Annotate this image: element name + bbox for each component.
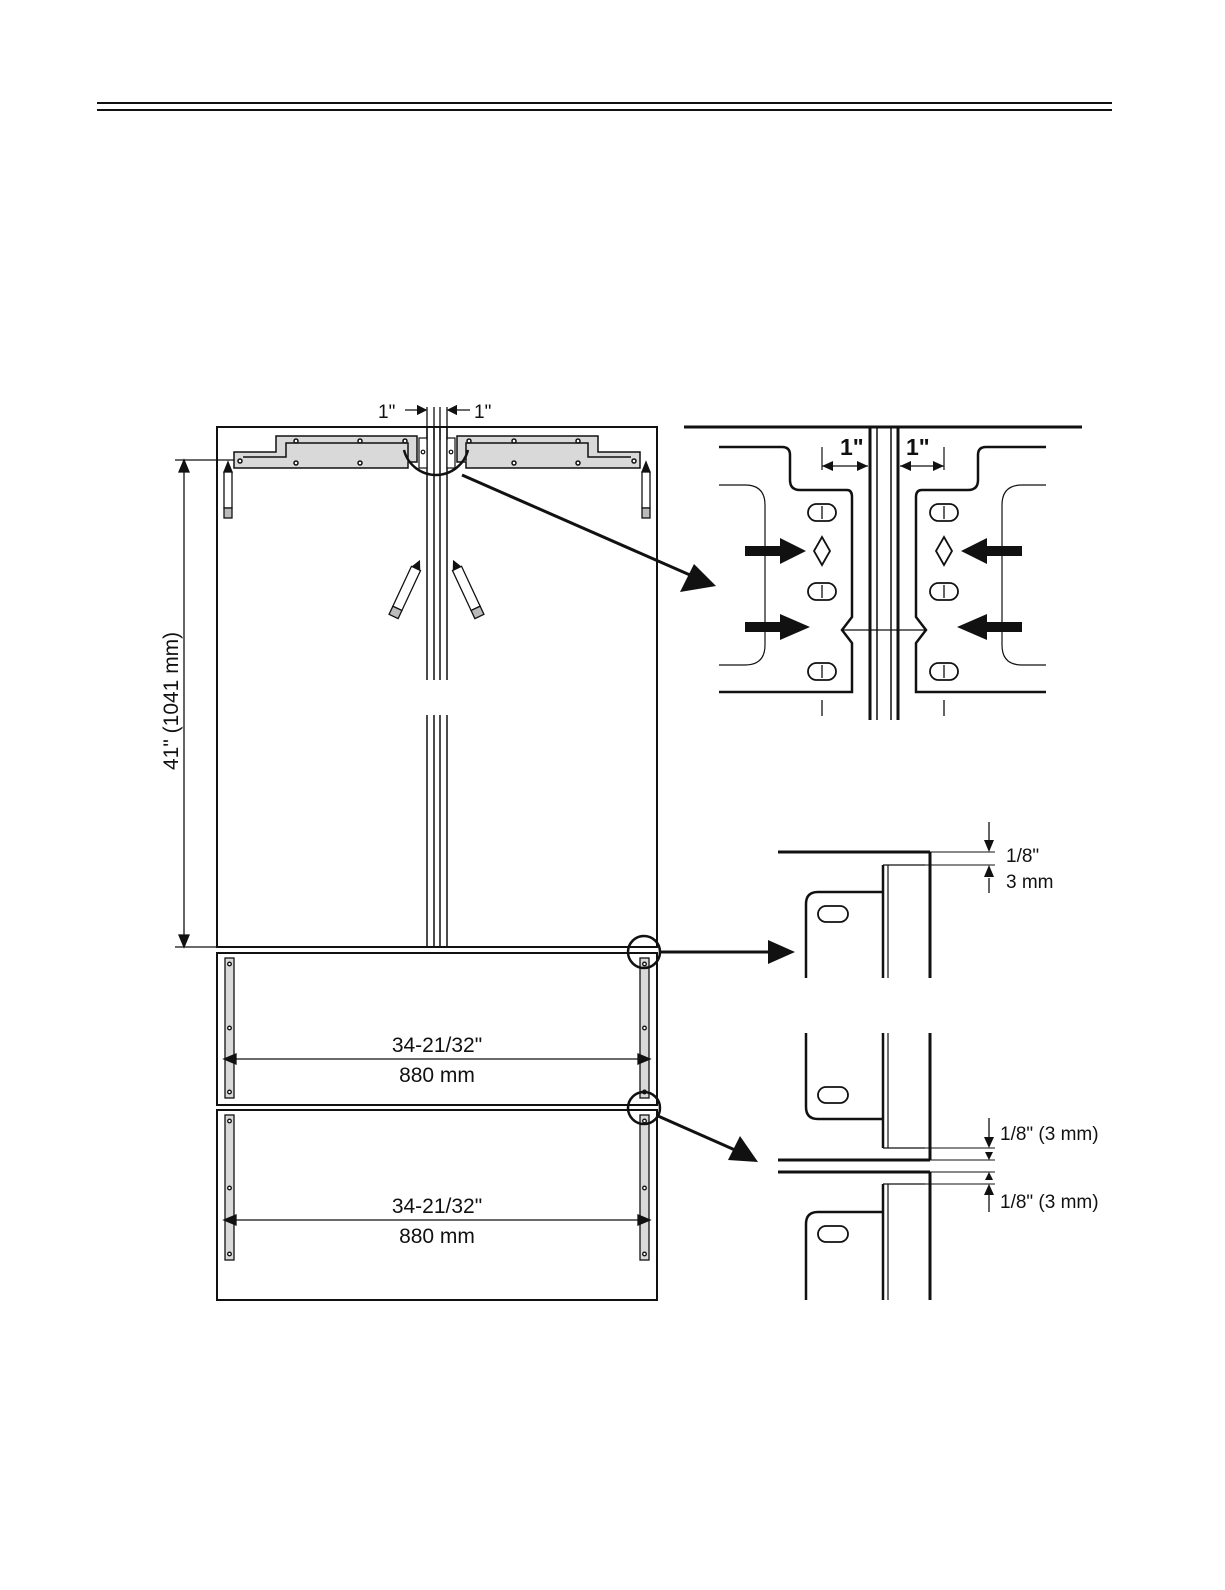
- width-dimension-2-mm: 880 mm: [399, 1225, 475, 1248]
- callout-arrow-bottom: [658, 1116, 758, 1162]
- detail-door-gap: [684, 427, 1082, 720]
- push-arrows: [745, 538, 1022, 640]
- width-dimension-1-inches: 34-21/32": [392, 1034, 482, 1057]
- top-offset-inches: 1/8": [1006, 846, 1039, 867]
- header-rule: [97, 103, 1112, 110]
- pencil-icon: [389, 559, 424, 619]
- drawer-gap-lower-label: 1/8" (3 mm): [1000, 1192, 1099, 1213]
- gap-label-right: 1": [474, 402, 491, 423]
- pencil-icon: [642, 462, 650, 518]
- detail-drawer-gap: [778, 1033, 995, 1300]
- detail-top-offset-arrows: [984, 840, 994, 877]
- width-dimension-1-mm: 880 mm: [399, 1064, 475, 1087]
- top-bracket-left: [234, 436, 417, 468]
- height-dimension-label: 41" (1041 mm): [160, 632, 183, 770]
- center-bracket-pieces: [419, 438, 455, 468]
- pencil-icon: [224, 462, 232, 518]
- width-dimension-2-inches: 34-21/32": [392, 1195, 482, 1218]
- detail-top-offset: [778, 822, 995, 978]
- callout-arrow-top: [462, 475, 716, 592]
- appliance-front: [217, 427, 657, 1300]
- top-offset-mm: 3 mm: [1006, 872, 1054, 893]
- top-bracket-right: [457, 436, 640, 468]
- detail-drawer-gap-arrows: [984, 1137, 994, 1195]
- drawer-gap-upper-label: 1/8" (3 mm): [1000, 1124, 1099, 1145]
- callout-arrow-middle: [661, 940, 795, 964]
- detail-gap-label-left: 1": [840, 434, 864, 460]
- gap-label-left: 1": [378, 402, 395, 423]
- pencil-icon: [449, 559, 484, 619]
- detail-gap-label-right: 1": [906, 434, 930, 460]
- gap-dimension-top: [405, 407, 470, 440]
- height-dimension: [175, 460, 234, 947]
